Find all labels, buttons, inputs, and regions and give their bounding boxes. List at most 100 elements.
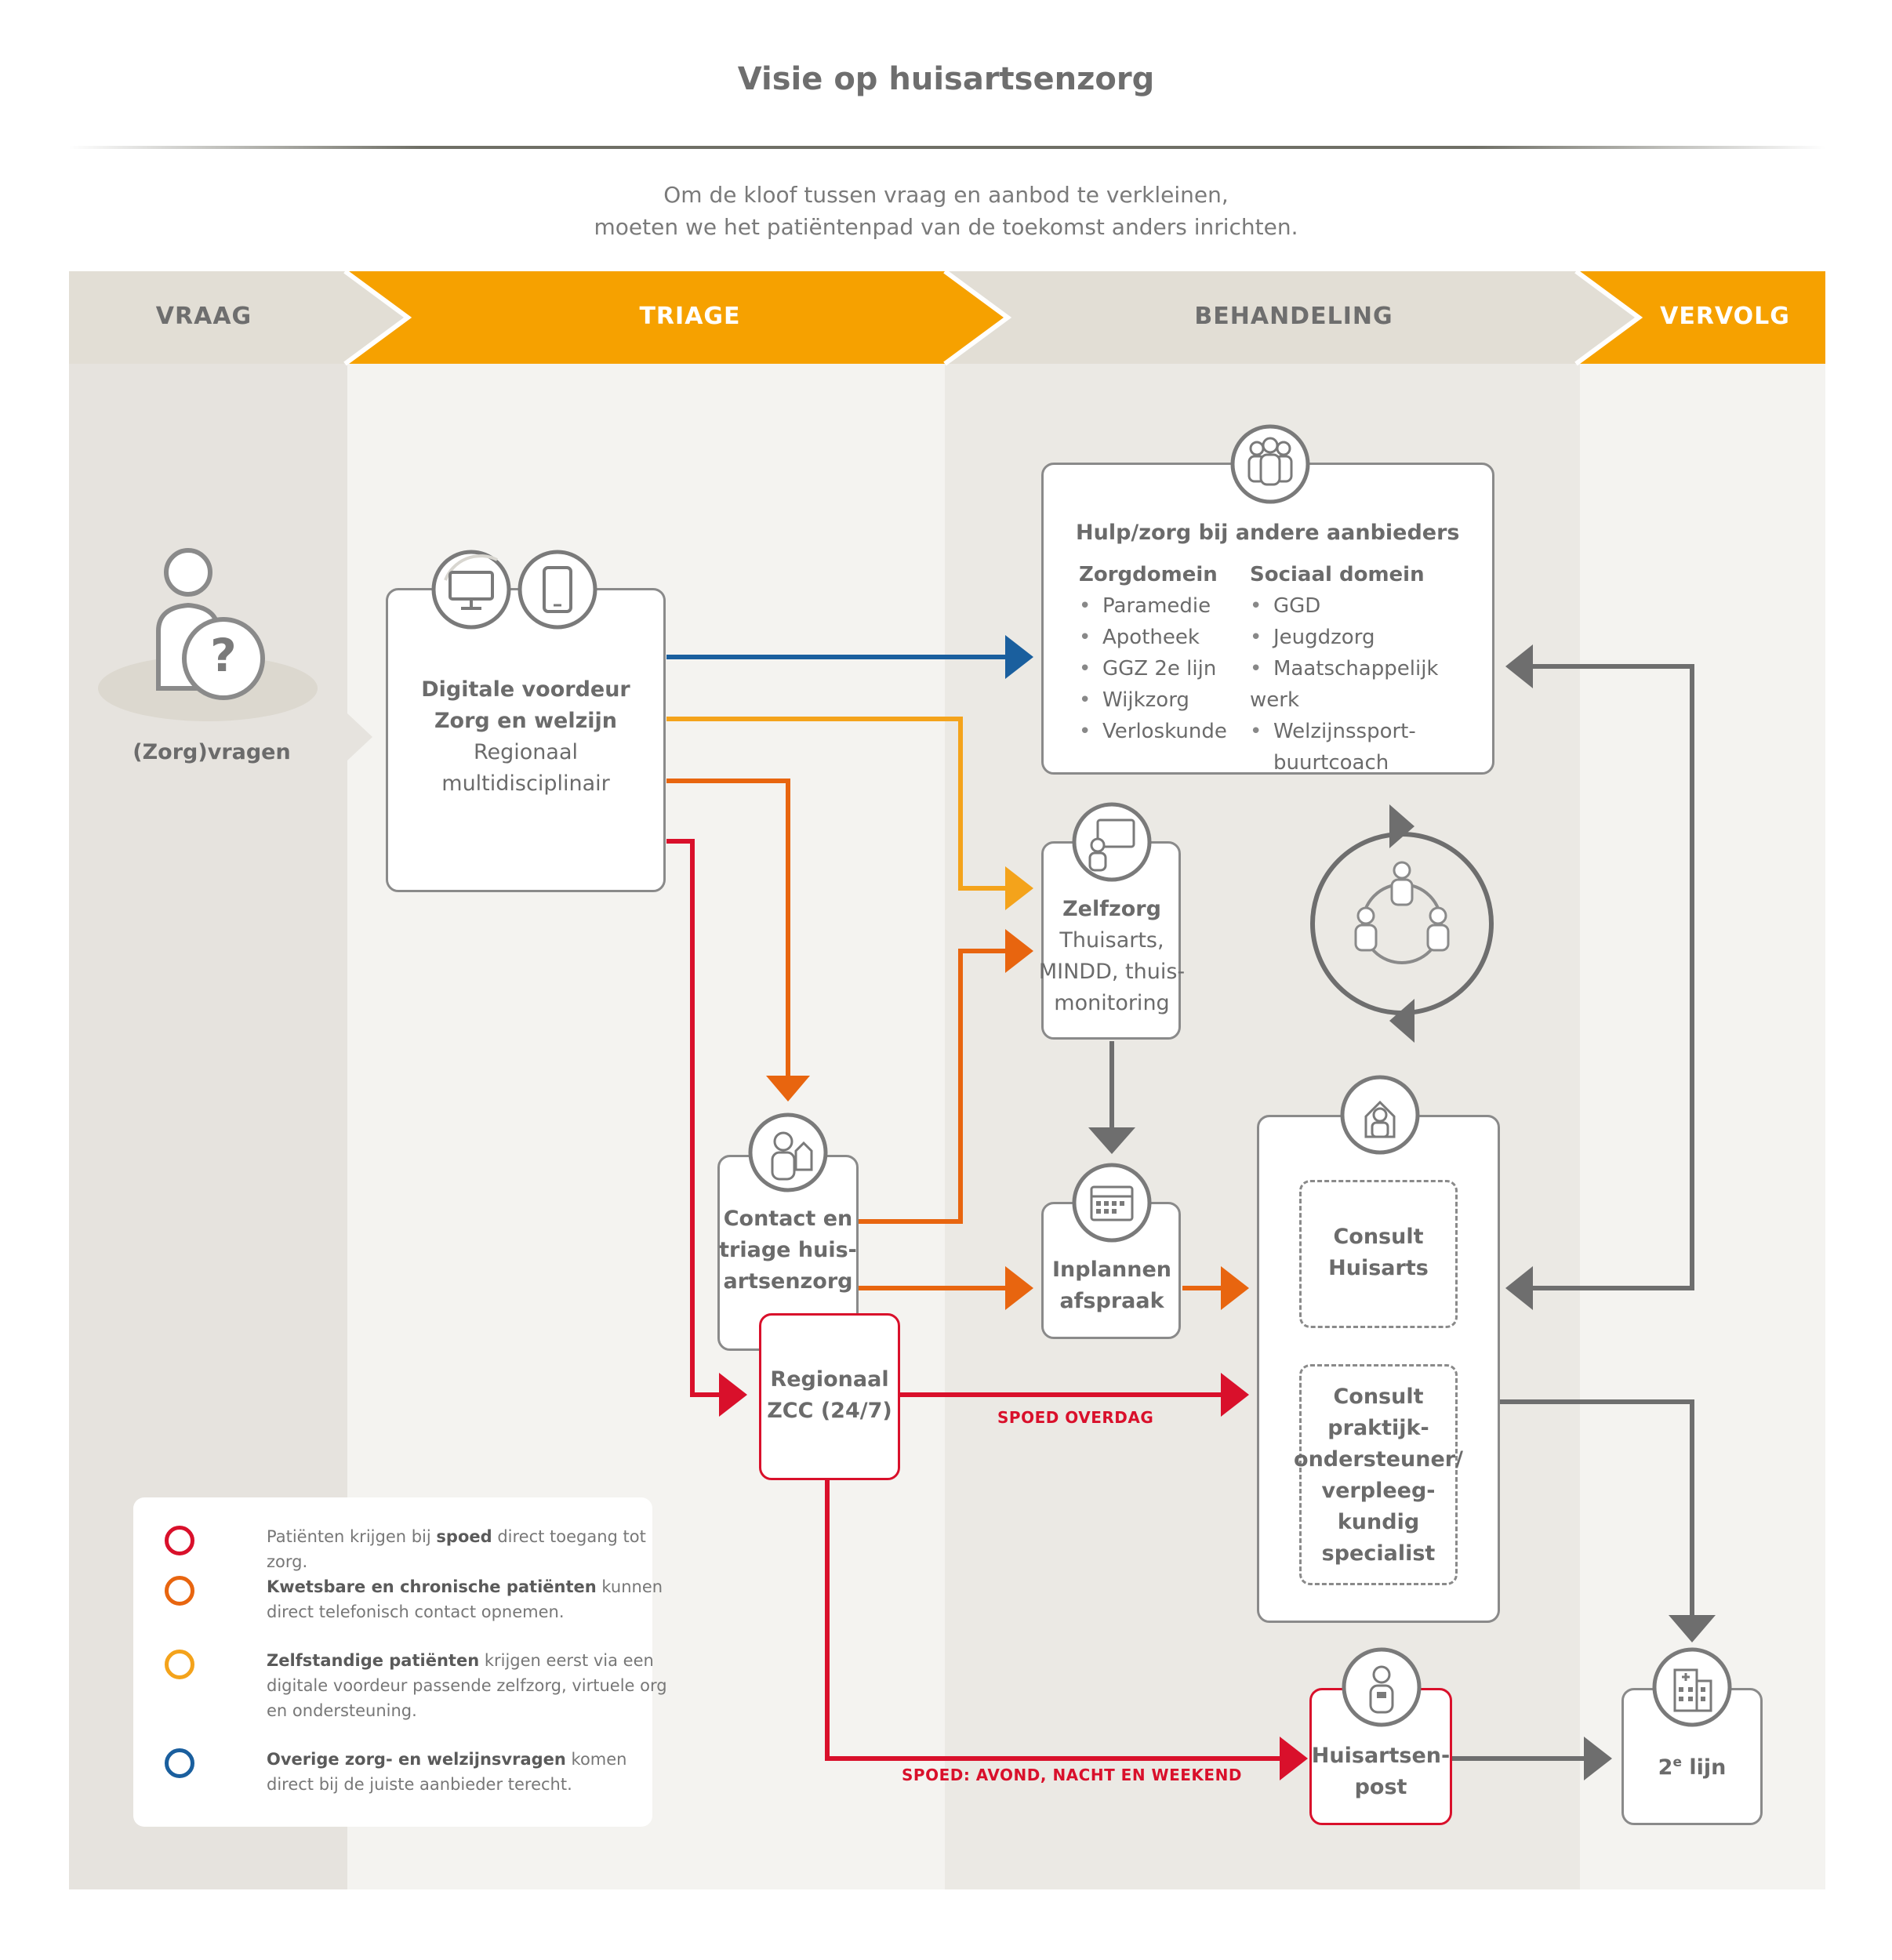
legend-text-kwetsbaar: Kwetsbare en chronische patiënten kunnen… bbox=[267, 1574, 674, 1624]
consult-huisarts-text: Consult Huisarts bbox=[1299, 1221, 1458, 1284]
red-flow bbox=[666, 839, 1286, 1761]
title-divider bbox=[69, 146, 1825, 149]
vraag-column-chevron bbox=[347, 713, 372, 760]
huisartsenpost-line-2: post bbox=[1354, 1775, 1407, 1799]
question-mark: ? bbox=[210, 629, 237, 682]
tweede-lijn-rest: lijn bbox=[1681, 1755, 1727, 1780]
consult-container bbox=[1257, 1115, 1500, 1623]
darkorange-flow bbox=[666, 779, 1227, 1290]
gray-arrowhead-inplannen bbox=[1088, 1127, 1135, 1154]
zelfzorg-title: Zelfzorg bbox=[1062, 897, 1161, 921]
digitale-line-3: Regionaal bbox=[473, 740, 579, 764]
question-icon bbox=[182, 617, 265, 700]
legend-overig-bold: Overige zorg- en welzijnsvragen bbox=[267, 1750, 566, 1769]
phase-vraag: VRAAG bbox=[155, 303, 252, 330]
zorgdomein-item: Paramedie bbox=[1079, 590, 1259, 622]
sociaal-item: Welzijnssport- bbox=[1250, 716, 1485, 747]
huisartsenpost-line-1: Huisartsen- bbox=[1311, 1744, 1451, 1768]
consult-huisarts-line-2: Huisarts bbox=[1328, 1256, 1429, 1280]
legend-spoed-post: direct toegang tot zorg. bbox=[267, 1527, 646, 1571]
legend-kwetsbaar-post: kunnen direct telefonisch contact opneme… bbox=[267, 1577, 663, 1621]
phase-vervolg: VERVOLG bbox=[1660, 303, 1790, 330]
hospital-icon bbox=[1652, 1647, 1732, 1727]
chevron-white-1 bbox=[343, 269, 412, 366]
subtitle: Om de kloof tussen vraag en aanbod te ve… bbox=[0, 179, 1892, 243]
phase-triage: TRIAGE bbox=[639, 303, 741, 330]
consult-huisarts-line-1: Consult bbox=[1333, 1225, 1424, 1249]
consult-poh-line-5: kundig bbox=[1337, 1510, 1420, 1534]
zorgdomein-item: Apotheek bbox=[1079, 622, 1259, 653]
zcc-text: Regionaal ZCC (24/7) bbox=[751, 1364, 908, 1427]
sociaal-item: buurtcoach bbox=[1273, 751, 1389, 775]
zelfzorg-line-1: Thuisarts, bbox=[1059, 928, 1164, 953]
orange-ring-icon bbox=[165, 1650, 194, 1679]
digitale-line-1: Digitale voordeur bbox=[421, 677, 630, 702]
red-ring-icon bbox=[165, 1526, 194, 1555]
inplannen-line-2: afspraak bbox=[1059, 1289, 1164, 1313]
inplannen-text: Inplannen afspraak bbox=[1033, 1254, 1190, 1317]
doctor-icon bbox=[1342, 1647, 1422, 1727]
gray-arrowhead-hulp bbox=[1505, 644, 1533, 688]
tweede-lijn-main: 2 bbox=[1658, 1755, 1673, 1780]
consult-poh-box bbox=[1299, 1364, 1458, 1585]
phase-behandeling: BEHANDELING bbox=[1194, 303, 1393, 330]
zelfzorg-line-3: monitoring bbox=[1054, 991, 1170, 1015]
screen-person-icon bbox=[1072, 802, 1152, 882]
phone-icon bbox=[517, 550, 597, 630]
contact-line-3: artsenzorg bbox=[723, 1269, 853, 1294]
spoed-anw-label: SPOED: AVOND, NACHT EN WEEKEND bbox=[902, 1766, 1242, 1784]
gray-flow bbox=[1109, 664, 1694, 1761]
digitale-line-2: Zorg en welzijn bbox=[434, 709, 618, 733]
monitor-icon bbox=[431, 550, 511, 630]
zelfzorg-line-2: MINDD, thuis- bbox=[1038, 960, 1186, 984]
legend-zelfstandig-bold: Zelfstandige patiënten bbox=[267, 1651, 480, 1670]
consult-poh-line-4: verpleeg- bbox=[1321, 1479, 1436, 1503]
phase-triage-shape bbox=[349, 271, 1008, 364]
digitale-line-4: multidisciplinair bbox=[441, 771, 610, 796]
consult-huisarts-box bbox=[1299, 1180, 1458, 1328]
legend-spoed-pre: Patiënten krijgen bij bbox=[267, 1527, 437, 1546]
sociaal-item: Maatschappelijk werk bbox=[1250, 653, 1485, 716]
contact-line-2: triage huis- bbox=[719, 1238, 857, 1262]
red-arrowhead-consult bbox=[1221, 1373, 1249, 1417]
legend-overig-post: komen direct bij de juiste aanbieder ter… bbox=[267, 1750, 627, 1794]
sociaal-domein-title: Sociaal domein bbox=[1250, 563, 1425, 586]
calendar-icon bbox=[1072, 1163, 1152, 1243]
consult-poh-line-1: Consult bbox=[1333, 1385, 1424, 1409]
inplannen-line-1: Inplannen bbox=[1051, 1258, 1172, 1282]
hulp-title: Hulp/zorg bij andere aanbieders bbox=[1076, 521, 1460, 545]
digitale-voordeur-box bbox=[386, 588, 666, 892]
consult-poh-line-6: specialist bbox=[1321, 1541, 1436, 1566]
group-icon bbox=[1230, 424, 1310, 504]
blue-arrowhead bbox=[1005, 635, 1033, 679]
patient-illustration bbox=[98, 548, 318, 721]
zorgdomein-item: GGZ 2e lijn bbox=[1079, 653, 1259, 684]
digitale-voordeur-text: Digitale voordeur Zorg en welzijn Region… bbox=[386, 674, 666, 800]
headset-person-icon bbox=[748, 1112, 828, 1192]
darkorange-arrowhead-consult bbox=[1221, 1266, 1249, 1310]
red-arrowhead-post bbox=[1280, 1737, 1308, 1780]
sociaal-domein-list: Sociaal domein GGD Jeugdzorg Maatschappe… bbox=[1250, 559, 1485, 779]
legend-kwetsbaar-bold: Kwetsbare en chronische patiënten bbox=[267, 1577, 597, 1596]
legend: Patiënten krijgen bij spoed direct toega… bbox=[133, 1497, 667, 1827]
tweede-lijn-sup: e bbox=[1672, 1755, 1682, 1770]
zcc-line-1: Regionaal bbox=[770, 1367, 889, 1392]
page-title: Visie op huisartsenzorg bbox=[737, 61, 1155, 97]
spoed-overdag-label: SPOED OVERDAG bbox=[997, 1408, 1154, 1427]
legend-spoed-bold: spoed bbox=[436, 1527, 492, 1546]
legend-text-zelfstandig: Zelfstandige patiënten krijgen eerst via… bbox=[267, 1648, 674, 1723]
zcc-line-2: ZCC (24/7) bbox=[767, 1399, 892, 1423]
legend-zelfstandig-post: krijgen eerst via een digitale voordeur … bbox=[267, 1651, 667, 1720]
orange-arrowhead bbox=[1005, 866, 1033, 910]
zorgdomein-item: Wijkzorg bbox=[1079, 684, 1259, 716]
doctor-house-icon bbox=[1340, 1075, 1420, 1155]
legend-text-overig: Overige zorg- en welzijnsvragen komen di… bbox=[267, 1747, 674, 1797]
consult-poh-text: Consult praktijk- ondersteuner/ verpleeg… bbox=[1294, 1381, 1463, 1570]
sociaal-item: Jeugdzorg bbox=[1250, 622, 1485, 653]
gray-arrowhead-2e-lijn bbox=[1669, 1615, 1716, 1642]
patient-label: (Zorg)vragen bbox=[133, 740, 291, 764]
cycle-icon bbox=[1310, 804, 1494, 1043]
blue-ring-icon bbox=[165, 1748, 194, 1778]
